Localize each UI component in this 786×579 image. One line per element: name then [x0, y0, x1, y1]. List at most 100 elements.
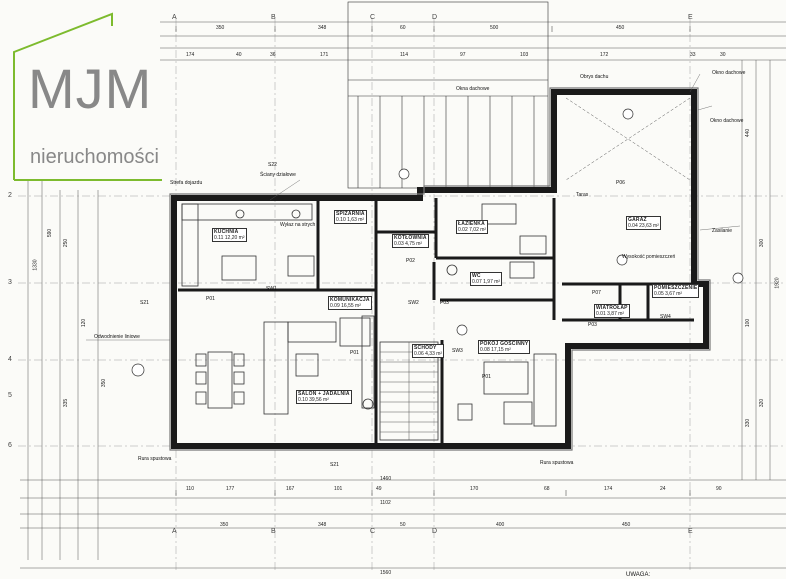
room-name: KOTŁOWNIA: [394, 235, 427, 241]
dimension: 174: [604, 486, 613, 492]
axis-label: 2: [8, 192, 12, 199]
room-area: 4,33 m²: [425, 351, 443, 357]
dimension: 350: [216, 25, 225, 31]
dimension: 172: [600, 52, 609, 58]
axis-label: E: [688, 528, 693, 535]
room-area: 16,55 m²: [341, 303, 361, 309]
dimension: 100: [745, 318, 752, 328]
room-code: 0.01: [596, 311, 606, 317]
axis-label: B: [271, 528, 276, 535]
wall-tag: S22: [268, 162, 277, 168]
dimension: 348: [318, 25, 327, 31]
dimension: 250: [63, 238, 70, 248]
dimension: 350: [220, 522, 229, 528]
dimension: 97: [460, 52, 466, 58]
annotation: Okna dachowe: [456, 86, 490, 92]
room-name: ŁAZIENKA: [458, 221, 485, 227]
room-label-living-dining: SALON + JADALNIA 0.10 39,56 m²: [296, 390, 352, 404]
annotation: Taras: [576, 192, 589, 198]
dimension: 500: [490, 25, 499, 31]
room-code: 0.02: [458, 227, 468, 233]
wall-tag: P03: [440, 300, 449, 306]
room-label-kitchen: KUCHNIA 0.11 12,20 m²: [212, 228, 247, 242]
room-code: 0.10: [336, 217, 346, 223]
room-code: 0.07: [472, 279, 482, 285]
annotation: Ściany działowe: [260, 172, 296, 178]
annotation: Rura spustowa: [540, 460, 574, 466]
annotation: Zasilanie: [712, 228, 733, 234]
dimension: 120: [81, 318, 88, 328]
room-area: 4,75 m²: [405, 241, 423, 247]
annotation: Wysokość pomieszczeń: [622, 254, 676, 260]
axis-label: C: [370, 14, 376, 21]
room-area: 23,63 m²: [639, 223, 659, 229]
wall-tag: P06: [616, 180, 625, 186]
dimension: 335: [63, 398, 70, 408]
logo-subtitle: nieruchomości: [30, 146, 159, 168]
room-area: 12,20 m²: [224, 235, 245, 241]
room-code: 0.06: [414, 351, 424, 357]
room-label-hallway: KOMUNIKACJA 0.09 16,55 m²: [328, 296, 372, 310]
dimension: 33: [690, 52, 696, 58]
wall-tag: P07: [592, 290, 601, 296]
dimension: 590: [47, 228, 54, 238]
room-name: WC: [472, 273, 481, 279]
footer-label: UWAGA:: [626, 572, 651, 578]
dimension: 30: [720, 52, 726, 58]
room-area: 39,56 m²: [309, 397, 329, 403]
dimension: 90: [716, 486, 722, 492]
dimension: 24: [660, 486, 666, 492]
dimension: 170: [470, 486, 479, 492]
dimension: 330: [745, 418, 752, 428]
room-label-guest-room: POKÓJ GOŚCINNY 0.08 17,15 m²: [478, 340, 531, 354]
wall-tag: SW3: [452, 348, 463, 354]
dimension: 320: [759, 398, 766, 408]
dimension: 1330: [32, 259, 39, 271]
room-label-utility: POMIESZCZENIE 0.05 3,67 m²: [652, 284, 700, 298]
axis-label: 3: [8, 279, 12, 286]
room-code: 0.04: [628, 223, 638, 229]
dimension: 103: [520, 52, 529, 58]
dimension: 110: [186, 486, 194, 492]
annotation: Okno dachowe: [712, 70, 746, 76]
dimension: 68: [544, 486, 550, 492]
company-logo: [13, 12, 162, 181]
dimension: 49: [376, 486, 382, 492]
room-name: SALON + JADALNIA: [298, 391, 350, 397]
annotation: Obrys dachu: [580, 74, 609, 80]
dimension: 60: [400, 25, 406, 31]
wall-tag: SW1: [266, 286, 277, 292]
axis-label: A: [172, 14, 177, 21]
dimension: 400: [496, 522, 505, 528]
logo-wordmark: MJM: [28, 57, 153, 120]
wall-tag: P01: [206, 296, 215, 302]
room-name: KUCHNIA: [214, 229, 239, 235]
annotation: Odwodnienie liniowe: [94, 334, 140, 340]
room-label-vestibule: WIATROŁAP 0.01 3,87 m²: [594, 304, 630, 318]
room-name: POMIESZCZENIE: [654, 285, 698, 291]
room-name: SPIŻARNIA: [336, 211, 365, 217]
room-area: 3,67 m²: [665, 291, 683, 297]
axis-label: 5: [8, 392, 12, 399]
axis-label: 6: [8, 442, 12, 449]
dimension: 440: [745, 128, 752, 138]
dimension: 1920: [774, 277, 781, 289]
wall-tag: SW2: [408, 300, 419, 306]
annotation: Rura spustowa: [138, 456, 172, 462]
dimension: 348: [318, 522, 327, 528]
room-code: 0.09: [330, 303, 340, 309]
axis-label: D: [432, 528, 438, 535]
room-code: 0.05: [654, 291, 664, 297]
wall-tag: P02: [406, 258, 415, 264]
dimension: 1102: [380, 500, 391, 506]
room-code: 0.11: [214, 235, 224, 241]
dimension: 36: [270, 52, 276, 58]
dimension: 50: [400, 522, 406, 528]
wall-tag: P03: [588, 322, 597, 328]
wall-tag: SW4: [660, 314, 671, 320]
room-area: 7,02 m²: [469, 227, 487, 233]
room-area: 1,97 m²: [483, 279, 501, 285]
dimension: 174: [186, 52, 195, 58]
wall-tag: S21: [140, 300, 149, 306]
room-label-boiler-room: KOTŁOWNIA 0.03 4,75 m²: [392, 234, 429, 248]
